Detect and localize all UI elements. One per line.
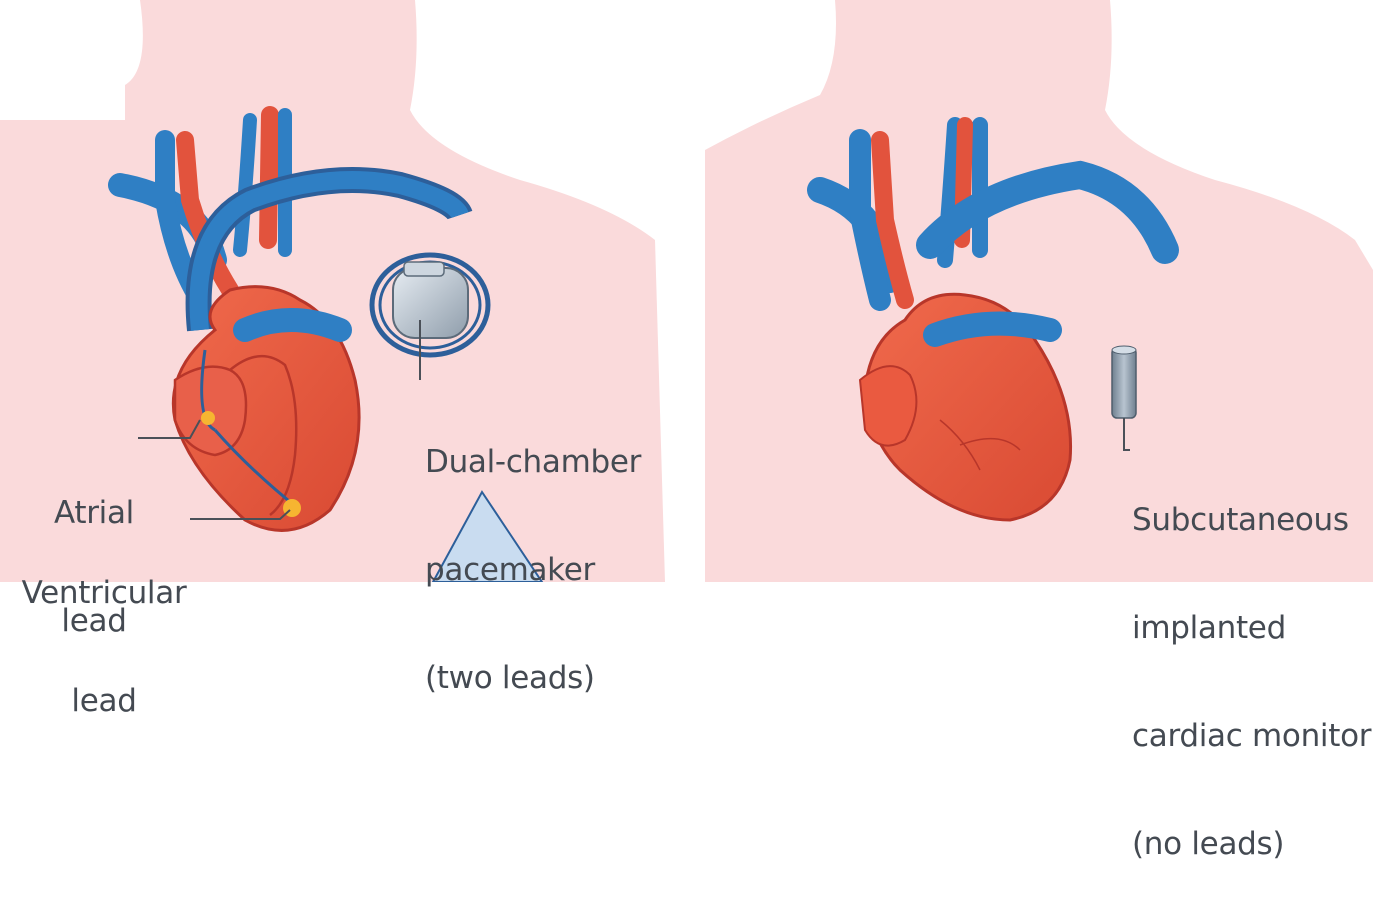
pacemaker-label-line3: (two leads) — [425, 660, 641, 696]
pacemaker-label-line2: pacemaker — [425, 552, 641, 588]
pacemaker-label-line1: Dual-chamber — [425, 444, 641, 480]
ventricular-lead-label-line1: Ventricular — [18, 575, 190, 611]
pacemaker-device — [393, 262, 468, 338]
diagram-stage: Dual-chamber pacemaker (two leads) Atria… — [0, 0, 1373, 582]
monitor-label-line3: cardiac monitor — [1132, 718, 1371, 754]
monitor-label-line1: Subcutaneous — [1132, 502, 1371, 538]
cardiac-monitor-device — [1112, 346, 1136, 418]
ventricular-lead-label-line2: lead — [18, 683, 190, 719]
monitor-label: Subcutaneous implanted cardiac monitor (… — [1132, 430, 1371, 898]
monitor-label-line2: implanted — [1132, 610, 1371, 646]
ventricular-lead-label: Ventricular lead — [18, 503, 190, 755]
monitor-label-line4: (no leads) — [1132, 826, 1371, 862]
pacemaker-label: Dual-chamber pacemaker (two leads) — [425, 372, 641, 732]
